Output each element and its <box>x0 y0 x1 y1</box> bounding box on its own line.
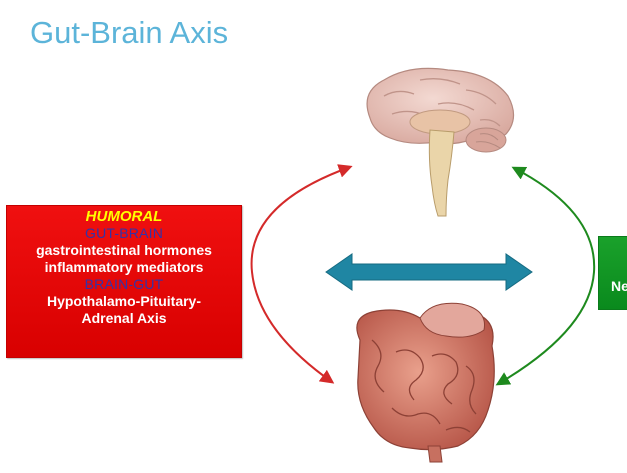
neural-pathway-box: Ne <box>598 236 627 310</box>
neural-box-text: Ne <box>611 278 627 294</box>
gut-brain-label: GUT-BRAIN <box>7 225 241 242</box>
center-double-arrow <box>326 254 532 290</box>
brain-gut-item-hpa-line1: Hypothalamo-Pituitary- <box>7 293 241 310</box>
gut-brain-item-mediators: inflammatory mediators <box>7 259 241 276</box>
brain-gut-label: BRAIN-GUT <box>7 276 241 293</box>
humoral-pathway-box: HUMORAL GUT-BRAIN gastrointestinal hormo… <box>6 205 242 358</box>
brain-illustration <box>367 68 513 216</box>
brain-gut-item-hpa-line2: Adrenal Axis <box>7 310 241 327</box>
humoral-heading: HUMORAL <box>7 208 241 225</box>
gut-illustration <box>357 303 494 462</box>
gut-brain-item-hormones: gastrointestinal hormones <box>7 242 241 259</box>
